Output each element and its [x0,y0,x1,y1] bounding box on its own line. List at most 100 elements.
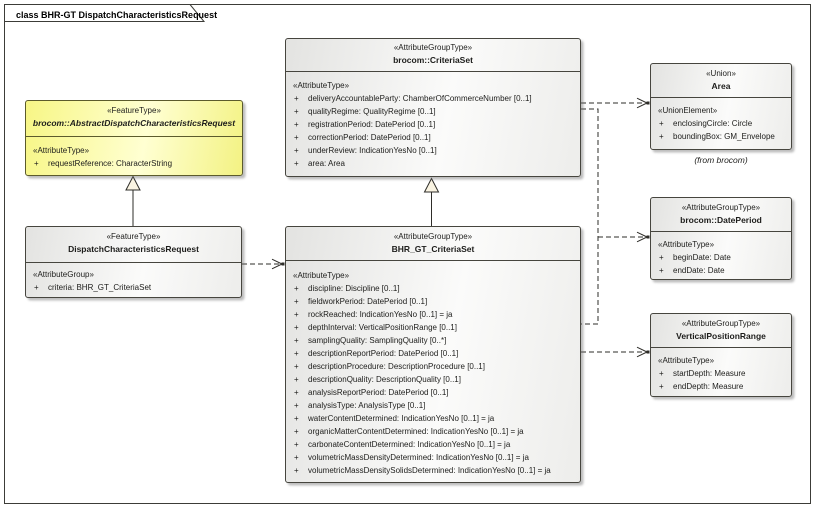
attribute-text: waterContentDetermined: IndicationYesNo … [308,414,495,423]
class-dispatch-characteristics-request[interactable]: «FeatureType» DispatchCharacteristicsReq… [25,226,242,298]
stereotype-label: «AttributeGroupType» [393,43,473,52]
class-header: «AttributeGroupType» BHR_GT_CriteriaSet [286,227,580,261]
attribute-row: +samplingQuality: SamplingQuality [0..*] [293,334,576,347]
attribute-row: +rockReached: IndicationYesNo [0..1] = j… [293,308,576,321]
attribute-compartment: «AttributeType» +deliveryAccountablePart… [286,72,580,170]
attribute-row: +underReview: IndicationYesNo [0..1] [293,144,576,157]
visibility-plus: + [294,414,299,423]
attribute-row: + qualityRegime: QualityRegime [0..1] [293,105,576,118]
visibility-plus: + [294,297,299,306]
attribute-row: + depthInterval: VerticalPositionRange [0… [293,321,576,334]
class-bhr-gt-criteriaset[interactable]: «AttributeGroupType» BHR_GT_CriteriaSet … [285,226,581,483]
attribute-text: qualityRegime: QualityRegime [0..1] [308,107,436,116]
class-name: brocom::AbstractDispatchCharacteristicsR… [32,118,236,128]
section-stereotype: «AttributeGroup» [33,270,94,279]
stereotype-label: «AttributeGroupType» [681,319,761,328]
class-header: «AttributeGroupType» brocom::DatePeriod [651,198,791,232]
attribute-text: analysisType: AnalysisType [0..1] [308,401,426,410]
visibility-plus: + [294,107,299,116]
attribute-text: startDepth: Measure [673,369,746,378]
diagram-title-tab: class BHR-GT DispatchCharacteristicsRequ… [4,4,217,22]
class-header: «AttributeGroupType» VerticalPositionRan… [651,314,791,348]
class-header: «FeatureType» DispatchCharacteristicsReq… [26,227,241,263]
class-brocom-dateperiod[interactable]: «AttributeGroupType» brocom::DatePeriod … [650,197,792,280]
stereotype-label: «FeatureType» [106,232,161,241]
visibility-plus: + [294,323,299,332]
class-area-union[interactable]: «Union» Area «UnionElement» + enclosingCi… [650,63,792,150]
attribute-row: + analysisType: AnalysisType [0..1] [293,399,576,412]
attribute-text: organicMatterContentDetermined: Indicati… [308,427,524,436]
visibility-plus: + [294,310,299,319]
attribute-row: + boundingBox: GM_Envelope [658,130,787,143]
class-verticalpositionrange[interactable]: «AttributeGroupType» VerticalPositionRan… [650,313,792,397]
visibility-plus: + [294,466,299,475]
attribute-row: +descriptionQuality: DescriptionQuality … [293,373,576,386]
class-name: BHR_GT_CriteriaSet [391,244,475,254]
section-stereotype: «AttributeType» [658,356,715,365]
visibility-plus: + [659,253,664,262]
attribute-row: +endDate: Date [658,264,787,277]
stereotype-label: «AttributeGroupType» [681,203,761,212]
title-tab-shape [4,4,206,22]
attribute-row: + criteria: BHR_GT_CriteriaSet [33,281,237,294]
section-stereotype: «AttributeType» [33,146,90,155]
attribute-compartment: «AttributeType» + startDepth: Measure + en… [651,348,791,393]
attribute-text: fieldworkPeriod: DatePeriod [0..1] [308,297,428,306]
visibility-plus: + [294,440,299,449]
attribute-text: carbonateContentDetermined: IndicationYe… [308,440,511,449]
visibility-plus: + [294,388,299,397]
visibility-plus: + [294,284,299,293]
attribute-row: + descriptionReportPeriod: DatePeriod [0.… [293,347,576,360]
visibility-plus: + [659,119,664,128]
attribute-row: + requestReference: CharacterString [33,157,238,170]
attribute-text: requestReference: CharacterString [48,159,173,168]
visibility-plus: + [34,159,39,168]
attribute-compartment: «UnionElement» +enclosingCircle: Circle … [651,98,791,143]
attribute-text: descriptionProcedure: DescriptionProcedu… [308,362,485,371]
attribute-row: +registrationPeriod: DatePeriod [0..1] [293,118,576,131]
attribute-compartment: «AttributeGroup» + criteria: BHR_GT_Crite… [26,263,241,294]
class-abstract-dispatch-characteristics-request[interactable]: «FeatureType» brocom::AbstractDispatchCh… [25,100,243,176]
visibility-plus: + [34,283,39,292]
visibility-plus: + [294,146,299,155]
class-name: VerticalPositionRange [676,331,766,341]
attribute-text: depthInterval: VerticalPositionRange [0.… [308,323,457,332]
class-brocom-criteriaset[interactable]: «AttributeGroupType» brocom::CriteriaSet… [285,38,581,177]
class-name: brocom::DatePeriod [680,215,762,225]
section-stereotype: «AttributeType» [658,240,715,249]
visibility-plus: + [294,133,299,142]
section-stereotype: «AttributeType» [293,81,350,90]
visibility-plus: + [659,382,664,391]
attribute-text: criteria: BHR_GT_CriteriaSet [48,283,152,292]
attribute-row: + fieldworkPeriod: DatePeriod [0..1] [293,295,576,308]
visibility-plus: + [294,401,299,410]
attribute-row: + waterContentDetermined: IndicationYesNo… [293,412,576,425]
diagram-title: class BHR-GT DispatchCharacteristicsRequ… [16,10,218,20]
section-stereotype: «UnionElement» [658,106,718,115]
attribute-row: +descriptionProcedure: DescriptionProced… [293,360,576,373]
attribute-text: volumetricMassDensityDetermined: Indicat… [308,453,529,462]
section-stereotype: «AttributeType» [293,271,350,280]
attribute-text: area: Area [308,159,345,168]
attribute-text: endDate: Date [673,266,725,275]
attribute-text: boundingBox: GM_Envelope [673,132,775,141]
attribute-row: + endDepth: Measure [658,380,787,393]
attribute-text: descriptionReportPeriod: DatePeriod [0..… [308,349,459,358]
attribute-row: +analysisReportPeriod: DatePeriod [0..1] [293,386,576,399]
class-header: «Union» Area [651,64,791,98]
visibility-plus: + [659,132,664,141]
visibility-plus: + [294,453,299,462]
visibility-plus: + [294,375,299,384]
attribute-row: +correctionPeriod: DatePeriod [0..1] [293,131,576,144]
class-header: «AttributeGroupType» brocom::CriteriaSet [286,39,580,72]
attribute-text: enclosingCircle: Circle [673,119,753,128]
visibility-plus: + [294,120,299,129]
attribute-text: beginDate: Date [673,253,731,262]
from-package-note: (from brocom) [694,155,748,165]
visibility-plus: + [294,349,299,358]
visibility-plus: + [659,369,664,378]
attribute-row: + volumetricMassDensityDetermined: Indica… [293,451,576,464]
attribute-text: endDepth: Measure [673,382,744,391]
attribute-compartment: «AttributeType» +discipline: Discipline … [286,261,580,477]
